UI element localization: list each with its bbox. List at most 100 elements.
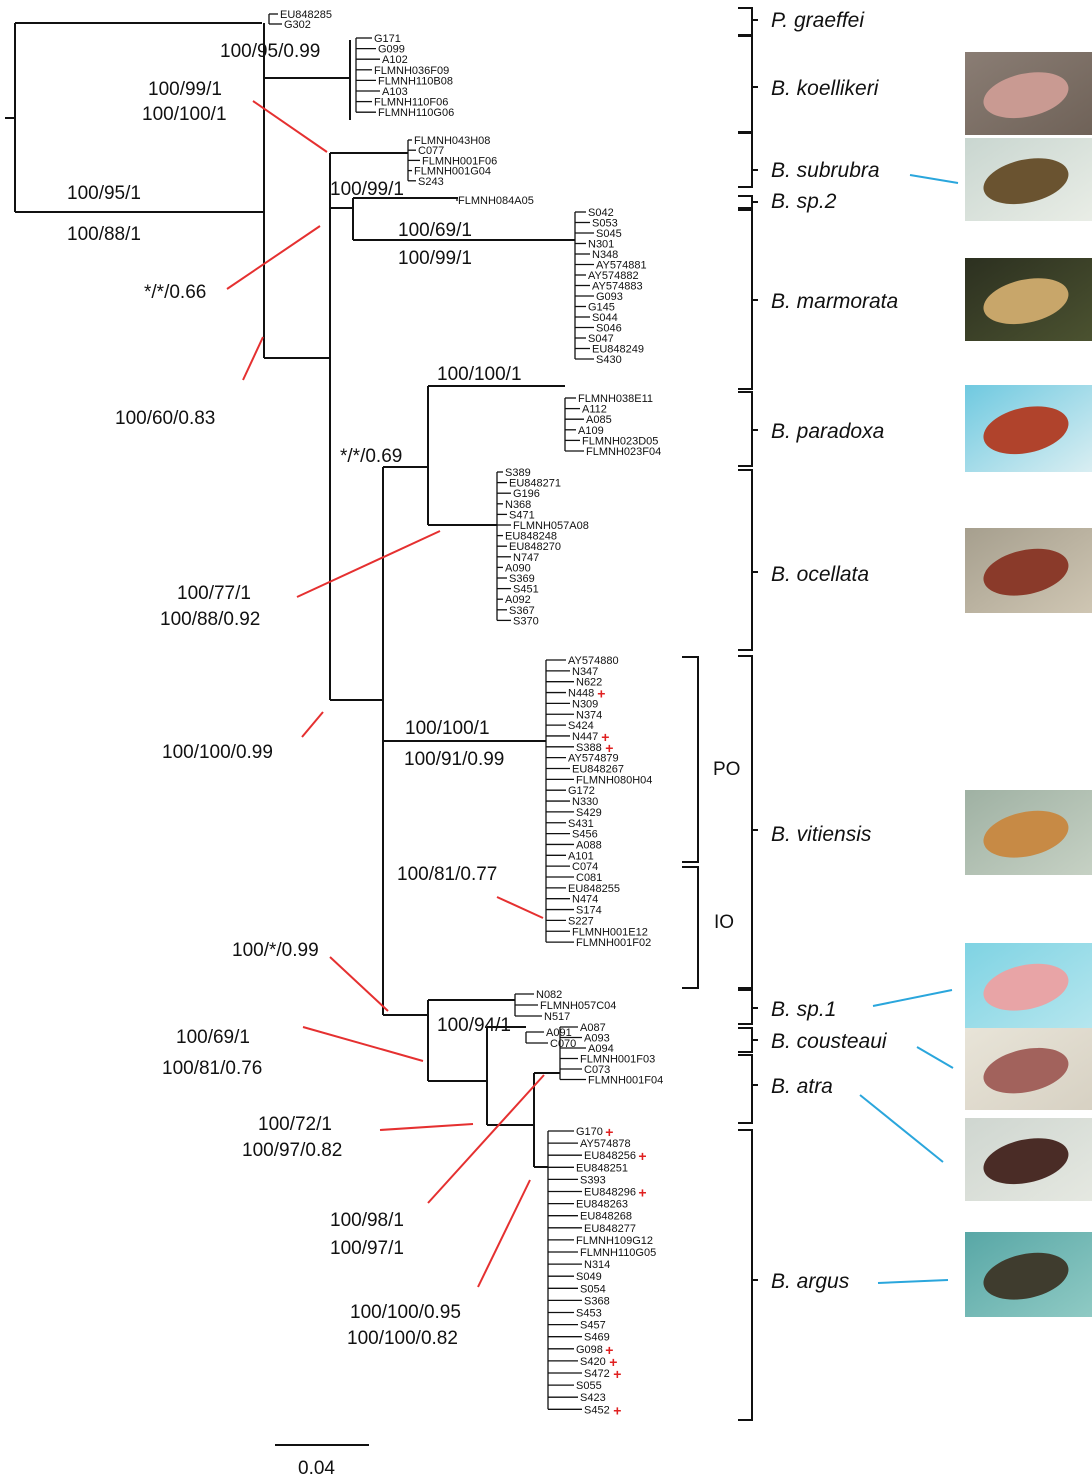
support-connector [497, 897, 543, 918]
clade-label: B. ocellata [771, 563, 869, 586]
support-label: 100/100/1 [405, 718, 490, 739]
tip-label: EU848251 [576, 1162, 628, 1174]
support-connector [297, 531, 440, 597]
support-label: 100/81/0.76 [162, 1058, 262, 1079]
clade-bracket [738, 392, 758, 466]
clade-label: B. koellikeri [771, 77, 880, 100]
clade-label: B. atra [771, 1075, 833, 1098]
clade-label: B. cousteaui [771, 1030, 888, 1053]
photo-connector [917, 1047, 953, 1068]
region-bracket-po [682, 657, 698, 862]
clade-bracket [738, 990, 758, 1024]
tip-label: C070 [550, 1038, 576, 1050]
tip-label: S457 [580, 1320, 606, 1332]
tip-label: S055 [576, 1380, 602, 1392]
support-label: 100/100/0.95 [350, 1302, 461, 1323]
support-connector [243, 337, 263, 380]
support-connector [330, 957, 388, 1011]
tip-label: FLMNH110G05 [580, 1247, 656, 1259]
region-label-po: PO [713, 759, 740, 780]
support-label: 100/*/0.99 [232, 940, 319, 961]
support-connector [227, 226, 320, 289]
specimen-photos [965, 52, 1092, 1317]
photo-connector [878, 1280, 948, 1283]
tip-label: EU848277 [584, 1223, 636, 1235]
scale-bar-label: 0.04 [298, 1458, 335, 1478]
tip-label: N314 [584, 1259, 610, 1271]
clade-bracket [738, 36, 758, 132]
clade-bracket [738, 470, 758, 650]
tip-label: S423 [580, 1392, 606, 1404]
clade-label: B. vitiensis [771, 823, 872, 846]
plus-marker: + [605, 1124, 613, 1140]
tip-label: S452 [584, 1404, 610, 1416]
support-connector [380, 1124, 473, 1130]
tip-label: EU848268 [580, 1211, 632, 1223]
support-label: 100/81/0.77 [397, 864, 497, 885]
clade-label: B. sp.1 [771, 998, 836, 1021]
plus-marker: + [613, 1366, 621, 1382]
clade-label: B. subrubra [771, 159, 880, 182]
plus-marker: + [613, 1402, 621, 1418]
support-label: 100/60/0.83 [115, 408, 215, 429]
tip-label: EU848263 [576, 1199, 628, 1211]
clade-bracket [738, 1130, 758, 1420]
tip-label: S472 [584, 1368, 610, 1380]
tip-label: G302 [284, 19, 311, 31]
support-label: 100/99/1 [330, 179, 404, 200]
support-label: 100/100/0.99 [162, 742, 273, 763]
support-label: 100/72/1 [258, 1114, 332, 1135]
clade-label: P. graeffei [771, 9, 865, 32]
tip-label: S393 [580, 1174, 606, 1186]
tip-label: FLMNH001F04 [588, 1075, 663, 1087]
region-label-io: IO [714, 912, 734, 933]
support-connector [303, 1027, 423, 1061]
tip-label: FLMNH084A05 [458, 195, 534, 207]
clade-label: B. marmorata [771, 290, 898, 313]
support-label: 100/95/0.99 [220, 41, 320, 62]
tip-label: EU848256 [584, 1150, 636, 1162]
support-label: 100/100/1 [142, 104, 227, 125]
clade-bracket [738, 1055, 758, 1123]
support-connector [478, 1180, 530, 1287]
support-label: 100/100/0.82 [347, 1328, 458, 1349]
support-label: 100/95/1 [67, 183, 141, 204]
tip-label: S243 [418, 176, 444, 188]
tip-label: S368 [584, 1295, 610, 1307]
clade-bracket [738, 8, 758, 35]
support-label: 100/99/1 [148, 79, 222, 100]
plus-marker: + [638, 1185, 646, 1201]
tip-label: N517 [544, 1011, 570, 1023]
clade-brackets [682, 8, 758, 1420]
support-label: 100/69/1 [176, 1027, 250, 1048]
support-label: 100/91/0.99 [404, 749, 504, 770]
tip-label: G098 [576, 1344, 603, 1356]
support-label: 100/94/1 [437, 1015, 511, 1036]
clade-bracket [738, 210, 758, 389]
photo-connector [873, 990, 952, 1006]
tip-label: FLMNH023F04 [586, 446, 661, 458]
clade-bracket [738, 196, 758, 208]
photo-connector [860, 1095, 943, 1162]
support-label: 100/99/1 [398, 248, 472, 269]
support-label: 100/88/1 [67, 224, 141, 245]
support-connector [302, 712, 323, 737]
tip-label: S049 [576, 1271, 602, 1283]
clade-label: B. argus [771, 1270, 850, 1293]
tip-label: S420 [580, 1356, 606, 1368]
support-label: 100/88/0.92 [160, 609, 260, 630]
plus-marker: + [605, 740, 613, 756]
tip-label: EU848296 [584, 1187, 636, 1199]
tip-label: G170 [576, 1126, 603, 1138]
clade-label: B. sp.2 [771, 190, 837, 213]
support-label: 100/98/1 [330, 1210, 404, 1231]
tip-label: S430 [596, 354, 622, 366]
tip-label: S370 [513, 615, 539, 627]
support-label: 100/97/0.82 [242, 1140, 342, 1161]
clade-bracket [738, 656, 758, 988]
support-label: 100/100/1 [437, 364, 522, 385]
photo-connector [910, 175, 958, 183]
support-label: */*/0.66 [144, 282, 206, 303]
clade-bracket [738, 1028, 758, 1052]
tip-label: S453 [576, 1308, 602, 1320]
